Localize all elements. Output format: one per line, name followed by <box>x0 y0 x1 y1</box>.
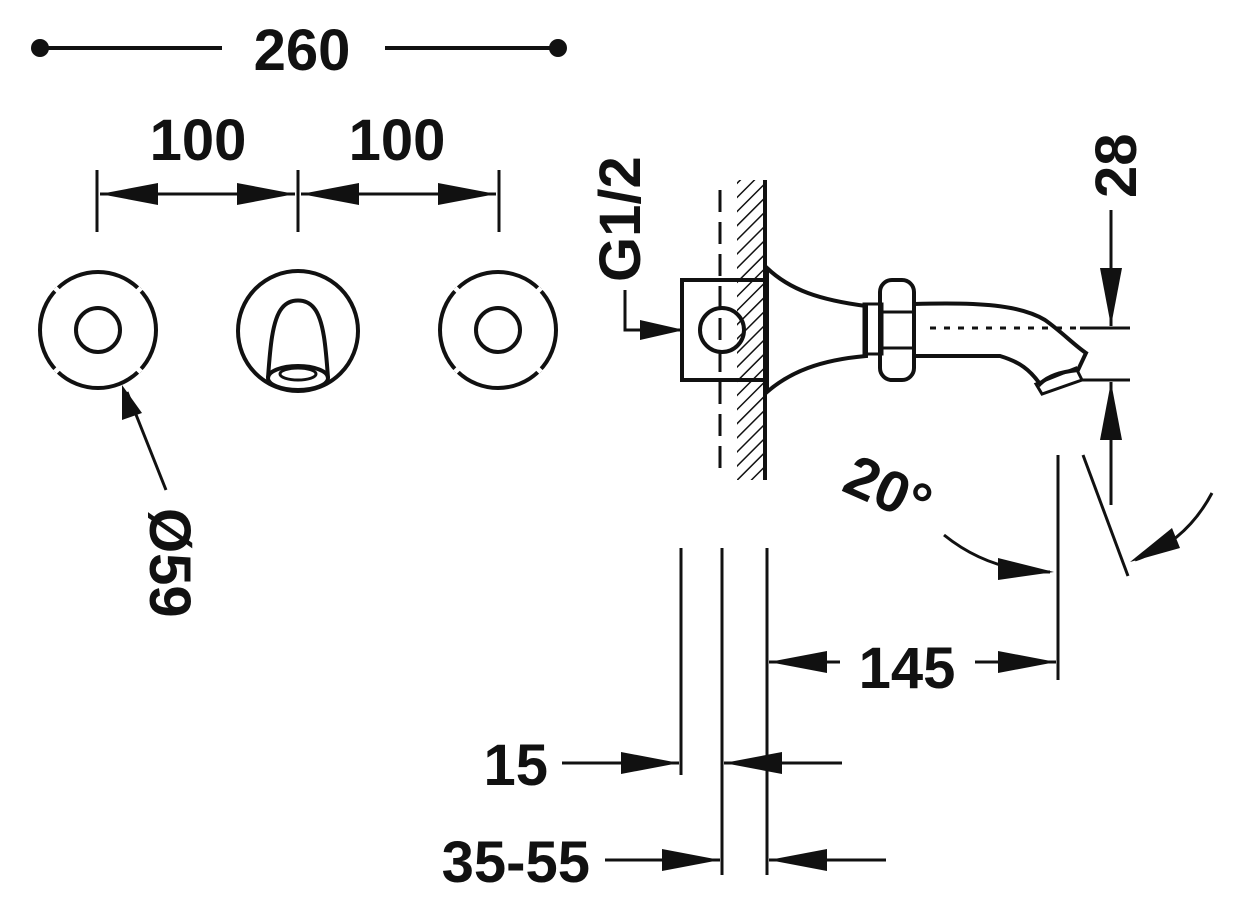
spacing-right-label: 100 <box>349 108 446 173</box>
overall-width-dimension: 260 <box>31 18 567 83</box>
handle-diameter-dimension: Ø59 <box>122 385 202 618</box>
left-cross-handle <box>38 270 158 390</box>
depth-extension-lines <box>679 548 769 875</box>
angle-label: 20° <box>835 442 942 537</box>
spout-projection-label: 145 <box>859 636 956 701</box>
thread-label: G1/2 <box>588 156 653 282</box>
overall-width-label: 260 <box>254 18 351 83</box>
spout-height-dimension: 28 <box>1080 133 1149 505</box>
right-cross-handle <box>438 270 558 390</box>
wall-range-label: 35-55 <box>442 830 590 895</box>
spout-front-view <box>236 269 360 393</box>
wall-range-dimension: 35-55 <box>442 830 886 895</box>
spout-height-label: 28 <box>1084 133 1149 198</box>
plate-thickness-dimension: 15 <box>483 733 842 798</box>
handle-diameter-label: Ø59 <box>137 508 202 618</box>
spacing-dimension: 100 100 <box>95 108 501 232</box>
spout-projection-dimension: 145 <box>769 636 1056 701</box>
thread-dimension: G1/2 <box>588 156 684 340</box>
spacing-left-label: 100 <box>150 108 247 173</box>
plate-thickness-label: 15 <box>483 733 548 798</box>
